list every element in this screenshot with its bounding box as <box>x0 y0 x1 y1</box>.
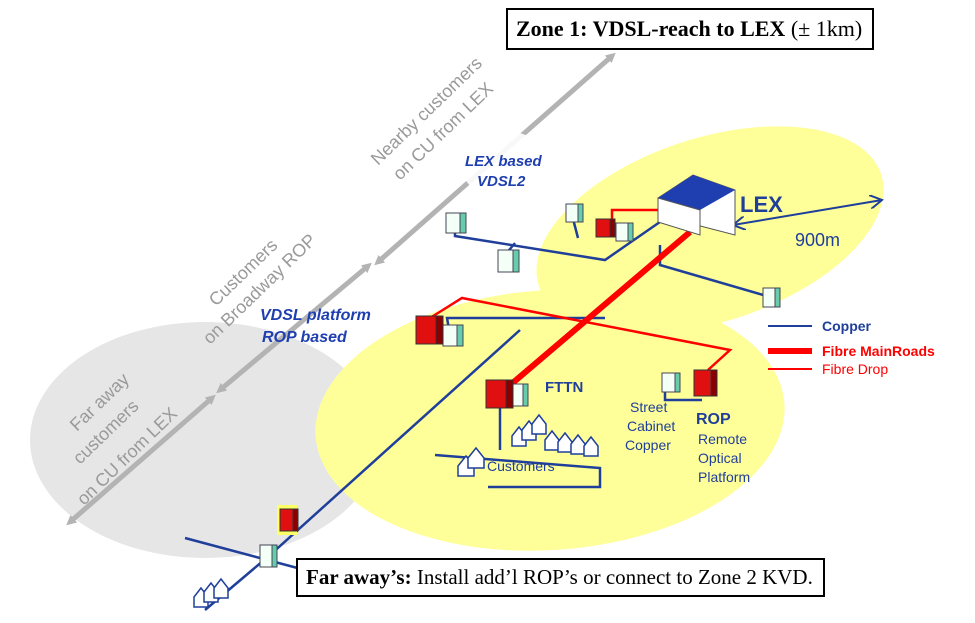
lex-vdsl2-callout-line2: VDSL2 <box>477 173 526 190</box>
cabinet-icon <box>565 203 584 223</box>
cabinet-icon <box>442 324 464 347</box>
rop-vdsl-callout-line1: VDSL platform <box>260 307 371 324</box>
lex-label: LEX <box>740 192 783 217</box>
fttn-label: FTTN <box>545 379 583 396</box>
copper-customers <box>434 453 602 489</box>
rop-unit-icon <box>595 218 616 238</box>
rop-desc-line1: Remote <box>698 431 747 447</box>
fibre-mainroad <box>500 229 692 395</box>
legend-fibre-drop-label: Fibre Drop <box>822 361 888 377</box>
customer-houses <box>193 413 599 608</box>
cabinet-icon <box>259 544 278 568</box>
legend-copper-label: Copper <box>822 318 872 334</box>
rop-label: ROP <box>696 411 731 428</box>
rop-unit-icon <box>485 379 514 409</box>
rop-desc-line3: Platform <box>698 469 750 485</box>
distance-arrow <box>733 200 882 225</box>
street-cabinet-line2: Cabinet <box>627 418 675 434</box>
far-away-note-box: Far away’s: Install add’l ROP’s or conne… <box>296 558 825 597</box>
customers-label: Customers <box>487 458 555 474</box>
fibre-drop-rop <box>429 296 733 371</box>
copper-far-branch <box>184 536 306 572</box>
cabinet-icon <box>762 287 781 308</box>
lex-vdsl2-bubble <box>461 131 549 199</box>
broadway-arrow <box>216 262 372 394</box>
lex-zone <box>536 126 884 334</box>
zone-title-box: Zone 1: VDSL-reach to LEX (± 1km) <box>506 8 875 50</box>
copper-lex-right <box>658 245 771 299</box>
cabinet-icon <box>615 222 634 242</box>
zone-title-range: (± 1km) <box>790 16 863 41</box>
faraway-arrow <box>66 394 216 526</box>
zone-title-bold: Zone 1: VDSL-reach to LEX <box>516 16 786 41</box>
rop-zone <box>315 289 785 551</box>
street-cabinet-line1: Street <box>630 399 667 415</box>
rop-unit-icon <box>415 315 444 345</box>
street-cabinet-line3: Copper <box>625 437 671 453</box>
cabinet-icon <box>497 249 520 273</box>
far-away-note-text: Install add’l ROP’s or connect to Zone 2… <box>416 565 813 589</box>
rop-desc-line2: Optical <box>698 450 742 466</box>
legend-fibre-main-label: Fibre MainRoads <box>822 343 935 359</box>
rop-vdsl-callout-line2: ROP based <box>262 329 348 346</box>
distance-label: 900m <box>795 230 840 250</box>
lex-vdsl2-callout-line1: LEX based <box>465 153 543 170</box>
cabinet-icon <box>445 212 467 234</box>
lex-building <box>657 174 736 236</box>
rop-unit-icon <box>693 369 718 397</box>
far-away-note-bold: Far away’s: <box>306 565 412 589</box>
rop-unit-icon <box>277 505 299 535</box>
cabinet-icon <box>661 372 681 393</box>
